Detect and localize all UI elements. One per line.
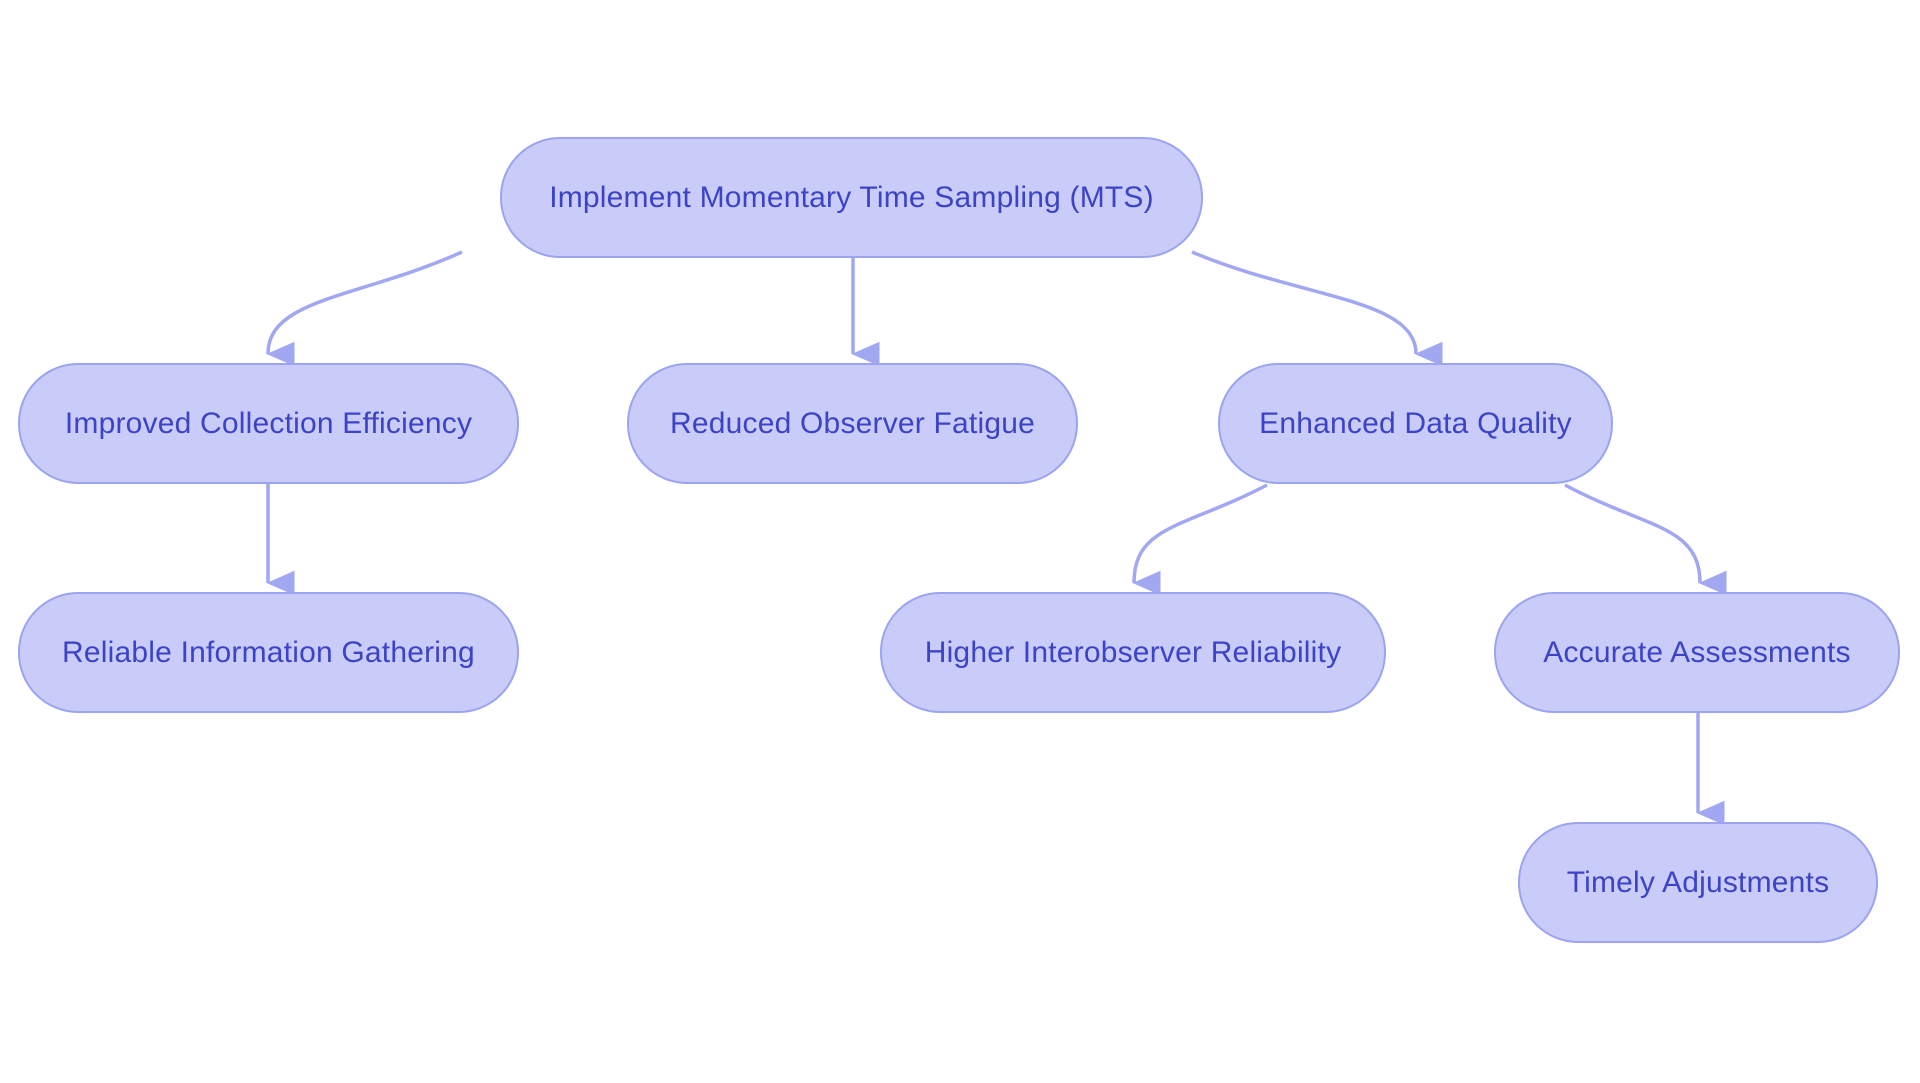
node-timely-adjustments: Timely Adjustments — [1518, 822, 1878, 943]
node-enhanced-data-quality: Enhanced Data Quality — [1218, 363, 1613, 484]
node-improved-collection-efficiency: Improved Collection Efficiency — [18, 363, 519, 484]
node-reliable-information-gathering: Reliable Information Gathering — [18, 592, 519, 713]
node-higher-interobserver-reliability: Higher Interobserver Reliability — [880, 592, 1386, 713]
edge-enhanced-to-accurate — [1564, 483, 1727, 596]
node-implement-mts: Implement Momentary Time Sampling (MTS) — [500, 137, 1203, 258]
edge-mts-to-enhanced — [1191, 250, 1443, 367]
edge-enhanced-to-higher — [1132, 483, 1268, 596]
node-accurate-assessments: Accurate Assessments — [1494, 592, 1900, 713]
edge-mts-to-improved — [266, 250, 463, 367]
node-reduced-observer-fatigue: Reduced Observer Fatigue — [627, 363, 1078, 484]
